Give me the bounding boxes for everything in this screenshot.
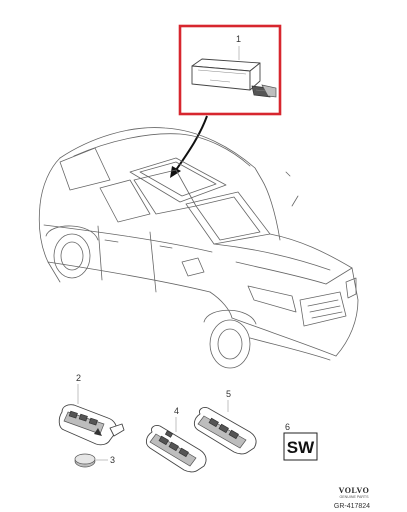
key-fob-2[interactable]: 2 [58,373,125,446]
brand-subtext: GENUINE PARTS [339,495,369,499]
software-item-6[interactable]: 6 SW [283,422,318,461]
coin-battery-3[interactable]: 3 [74,453,115,468]
brand-block: VOLVO GENUINE PARTS GR-417824 [334,486,370,510]
callout-2: 2 [76,373,81,383]
brand-logo: VOLVO [339,486,370,495]
callout-4: 4 [174,406,179,416]
module-highlight[interactable]: 1 [178,24,282,116]
car-illustration [38,127,359,369]
remote-key-5[interactable]: 5 [193,389,257,455]
remote-key-4[interactable]: 4 [145,406,207,473]
pointer-arrow [170,115,208,178]
callout-5: 5 [226,389,231,399]
sw-label: SW [287,438,315,457]
callout-6: 6 [285,422,290,432]
sw-box [283,432,318,461]
control-module-illustration [191,58,277,98]
callout-3: 3 [110,455,115,465]
reference-number: GR-417824 [334,503,370,510]
callout-1: 1 [236,34,241,44]
